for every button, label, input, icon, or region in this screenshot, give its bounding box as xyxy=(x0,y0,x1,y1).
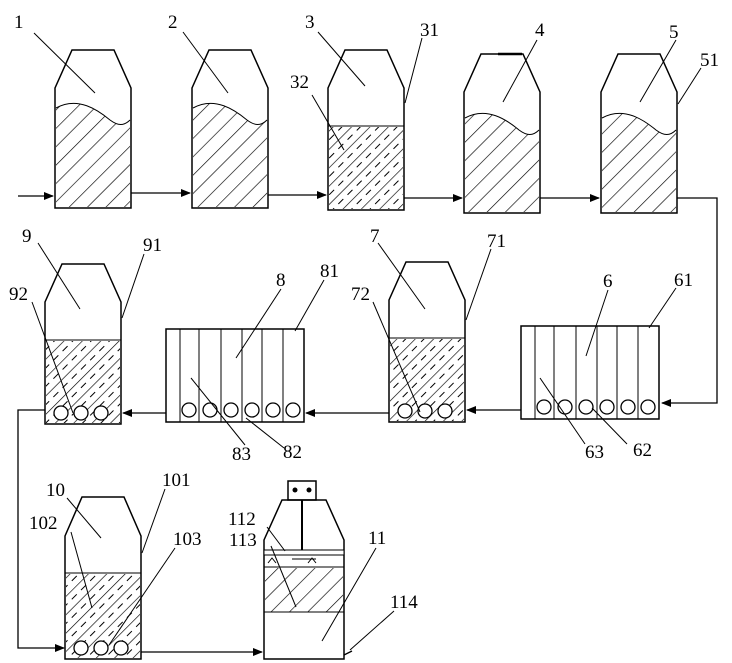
label-101: 101 xyxy=(162,470,191,491)
label-7: 7 xyxy=(370,226,380,247)
label-3: 3 xyxy=(305,12,315,33)
component-labels: 1 2 3 31 32 4 5 51 9 91 92 8 81 83 82 7 … xyxy=(9,12,719,613)
label-2: 2 xyxy=(168,12,178,33)
tank-10 xyxy=(64,496,142,660)
label-11: 11 xyxy=(368,528,386,549)
label-113: 113 xyxy=(229,530,257,551)
label-81: 81 xyxy=(320,261,339,282)
label-82: 82 xyxy=(283,442,302,463)
label-1: 1 xyxy=(14,12,24,33)
outlet-114 xyxy=(343,650,353,656)
label-72: 72 xyxy=(351,284,370,305)
label-6: 6 xyxy=(603,271,613,292)
tank-2 xyxy=(191,49,269,209)
label-61: 61 xyxy=(674,270,693,291)
label-114: 114 xyxy=(390,592,418,613)
label-31: 31 xyxy=(420,20,439,41)
label-91: 91 xyxy=(143,235,162,256)
label-71: 71 xyxy=(487,231,506,252)
tank-11 xyxy=(263,480,345,660)
label-10: 10 xyxy=(46,480,65,501)
label-8: 8 xyxy=(276,270,286,291)
label-62: 62 xyxy=(633,440,652,461)
tank-3 xyxy=(327,49,405,211)
leader-lines xyxy=(31,31,702,651)
label-63: 63 xyxy=(585,442,604,463)
tank-7 xyxy=(388,261,466,423)
label-102: 102 xyxy=(29,513,58,534)
label-4: 4 xyxy=(535,20,545,41)
label-103: 103 xyxy=(173,529,202,550)
label-112: 112 xyxy=(228,509,256,530)
filter-bank-8 xyxy=(165,328,305,423)
tank-4 xyxy=(463,52,541,214)
tank-1 xyxy=(54,49,132,209)
filter-bank-6 xyxy=(520,325,660,420)
label-83: 83 xyxy=(232,444,251,465)
tank-9 xyxy=(44,263,122,425)
label-32: 32 xyxy=(290,72,309,93)
label-92: 92 xyxy=(9,284,28,305)
row2-pipes xyxy=(17,406,521,652)
tank-5 xyxy=(600,53,678,214)
label-5: 5 xyxy=(669,22,679,43)
label-9: 9 xyxy=(22,226,32,247)
label-51: 51 xyxy=(700,50,719,71)
row1-pipes xyxy=(18,189,718,407)
